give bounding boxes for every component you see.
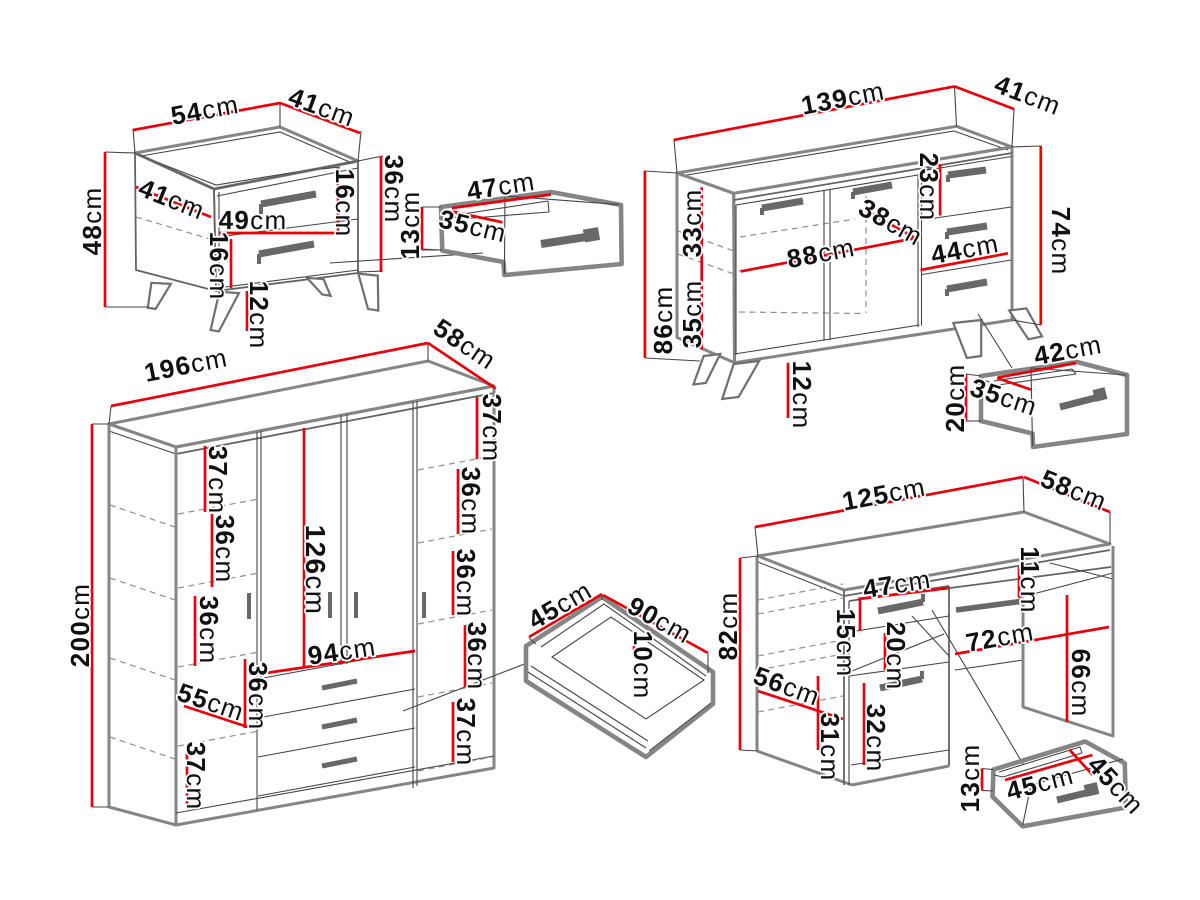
svg-text:16cm: 16cm xyxy=(330,169,360,238)
svg-text:37cm: 37cm xyxy=(451,698,481,767)
svg-text:11cm: 11cm xyxy=(1015,546,1045,613)
svg-text:20cm: 20cm xyxy=(940,364,970,433)
svg-text:49cm: 49cm xyxy=(219,205,288,235)
svg-text:13cm: 13cm xyxy=(395,191,425,260)
svg-text:35cm: 35cm xyxy=(677,280,707,349)
svg-text:54cm: 54cm xyxy=(168,89,241,131)
svg-text:37cm: 37cm xyxy=(203,446,233,515)
svg-text:32cm: 32cm xyxy=(861,704,891,773)
svg-text:37cm: 37cm xyxy=(477,394,507,463)
svg-text:94cm: 94cm xyxy=(306,631,378,671)
svg-text:36cm: 36cm xyxy=(456,467,486,536)
svg-text:88cm: 88cm xyxy=(784,232,857,274)
svg-text:20cm: 20cm xyxy=(881,622,911,691)
svg-text:82cm: 82cm xyxy=(713,592,743,661)
svg-text:13cm: 13cm xyxy=(955,744,985,813)
svg-text:74cm: 74cm xyxy=(1046,207,1076,276)
svg-text:36cm: 36cm xyxy=(210,515,240,584)
svg-text:23cm: 23cm xyxy=(914,153,944,222)
svg-text:47cm: 47cm xyxy=(465,166,538,206)
svg-text:86cm: 86cm xyxy=(648,286,678,355)
svg-text:10cm: 10cm xyxy=(628,631,658,700)
svg-text:48cm: 48cm xyxy=(77,187,107,256)
svg-text:36cm: 36cm xyxy=(194,596,224,665)
svg-text:200cm: 200cm xyxy=(65,583,95,668)
svg-text:31cm: 31cm xyxy=(815,713,845,782)
svg-text:126cm: 126cm xyxy=(301,525,332,616)
svg-text:33cm: 33cm xyxy=(677,189,707,258)
svg-text:37cm: 37cm xyxy=(181,742,211,811)
svg-text:12cm: 12cm xyxy=(244,281,274,350)
svg-text:15cm: 15cm xyxy=(831,609,861,678)
svg-text:66cm: 66cm xyxy=(1066,649,1096,718)
svg-text:16cm: 16cm xyxy=(204,232,234,301)
svg-text:36cm: 36cm xyxy=(462,622,492,691)
svg-text:36cm: 36cm xyxy=(379,155,409,224)
svg-text:44cm: 44cm xyxy=(928,228,1001,270)
svg-text:47cm: 47cm xyxy=(861,564,934,604)
svg-text:36cm: 36cm xyxy=(243,662,273,731)
svg-text:125cm: 125cm xyxy=(840,471,929,516)
svg-text:36cm: 36cm xyxy=(451,549,481,618)
svg-text:12cm: 12cm xyxy=(787,361,817,430)
